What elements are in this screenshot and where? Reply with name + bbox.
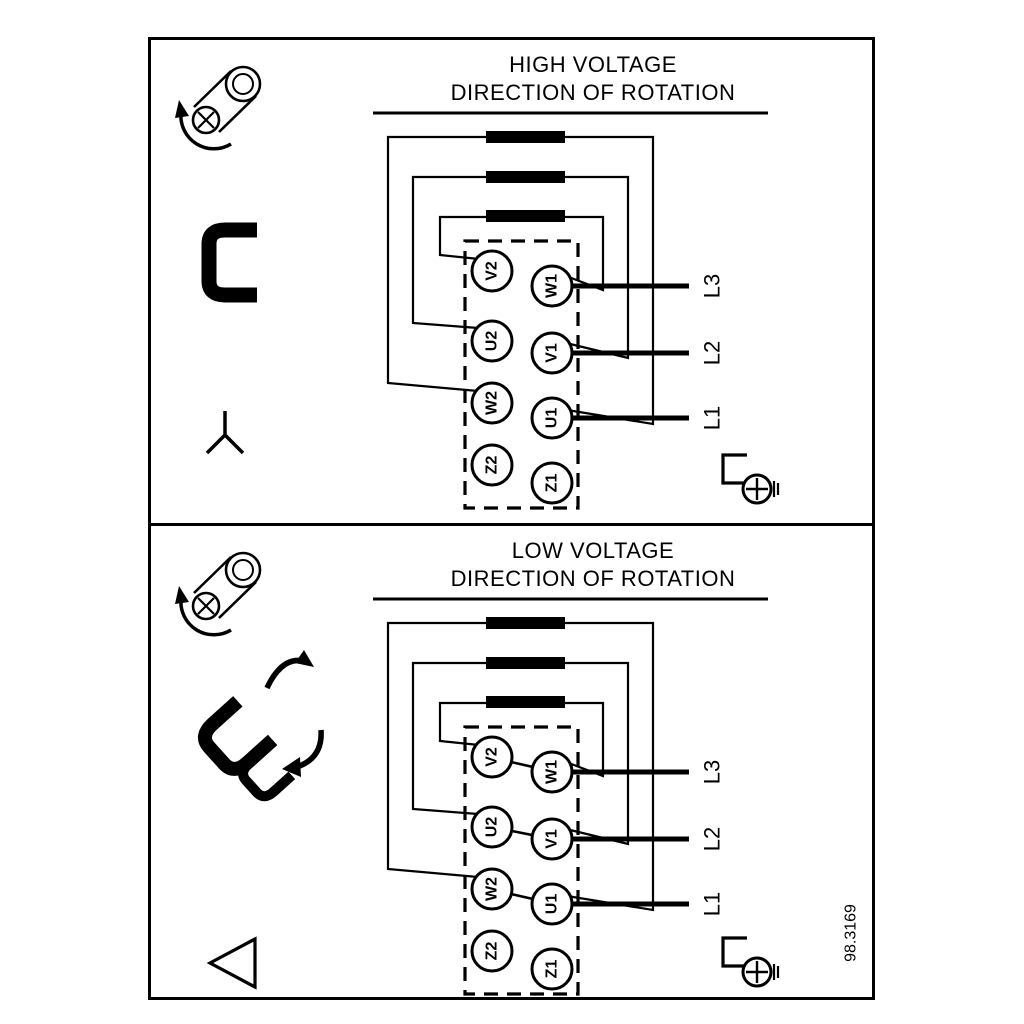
supply-line-labels: L3 L2 L1 [700,760,725,916]
terminal-board [388,617,689,994]
jumper-move-icon [197,650,324,802]
terminal-labels: V2 U2 W2 Z2 W1 V1 U1 Z1 [484,261,561,492]
delta-link-u2-v1 [511,829,533,837]
terminal-label-v2: V2 [484,747,501,767]
delta-link-w2-u1 [510,892,534,901]
supply-label-l3: L3 [700,274,725,298]
terminal-label-v2: V2 [484,261,501,281]
delta-connection-icon [206,936,257,990]
terminal-label-w2: W2 [484,391,501,415]
screw-rotation-icon [173,65,262,151]
panel-high-voltage: HIGH VOLTAGE DIRECTION OF ROTATION V2 U2… [151,40,872,526]
delta-link-v2-w1 [510,760,534,769]
supply-label-l1: L1 [700,892,725,916]
ground-screw-icon [721,936,780,988]
supply-label-l1: L1 [700,406,725,430]
terminal-label-z1: Z1 [544,960,561,979]
diagram-frame: HIGH VOLTAGE DIRECTION OF ROTATION V2 U2… [148,37,875,1000]
terminal-label-z1: Z1 [544,474,561,493]
terminal-label-u1: U1 [544,894,561,915]
terminal-board [388,131,689,508]
terminal-label-w2: W2 [484,877,501,901]
terminal-label-u1: U1 [544,408,561,429]
ground-screw-icon [721,453,780,505]
screw-rotation-icon [173,551,262,637]
panel-title-line2: DIRECTION OF ROTATION [451,566,736,591]
figure-number: 98.3169 [843,904,860,962]
panel-title-line1: LOW VOLTAGE [512,538,674,563]
delta-links [510,760,534,901]
terminal-label-v1: V1 [544,343,561,363]
supply-label-l3: L3 [700,760,725,784]
panel-title-line1: HIGH VOLTAGE [509,52,677,77]
terminal-label-w1: W1 [544,274,561,298]
terminal-label-u2: U2 [484,817,501,838]
terminal-label-u2: U2 [484,331,501,352]
supply-label-l2: L2 [700,341,725,365]
terminal-label-z2: Z2 [484,942,501,961]
terminal-label-z2: Z2 [484,456,501,475]
jumper-link-icon [201,222,257,303]
terminal-label-v1: V1 [544,829,561,849]
panel-title-line2: DIRECTION OF ROTATION [451,80,736,105]
supply-line-labels: L3 L2 L1 [700,274,725,430]
panel-low-voltage: LOW VOLTAGE DIRECTION OF ROTATION [151,526,872,997]
terminal-labels: V2 U2 W2 Z2 W1 V1 U1 Z1 [484,747,561,978]
supply-label-l2: L2 [700,827,725,851]
star-connection-icon [205,411,245,455]
terminal-label-w1: W1 [544,760,561,784]
